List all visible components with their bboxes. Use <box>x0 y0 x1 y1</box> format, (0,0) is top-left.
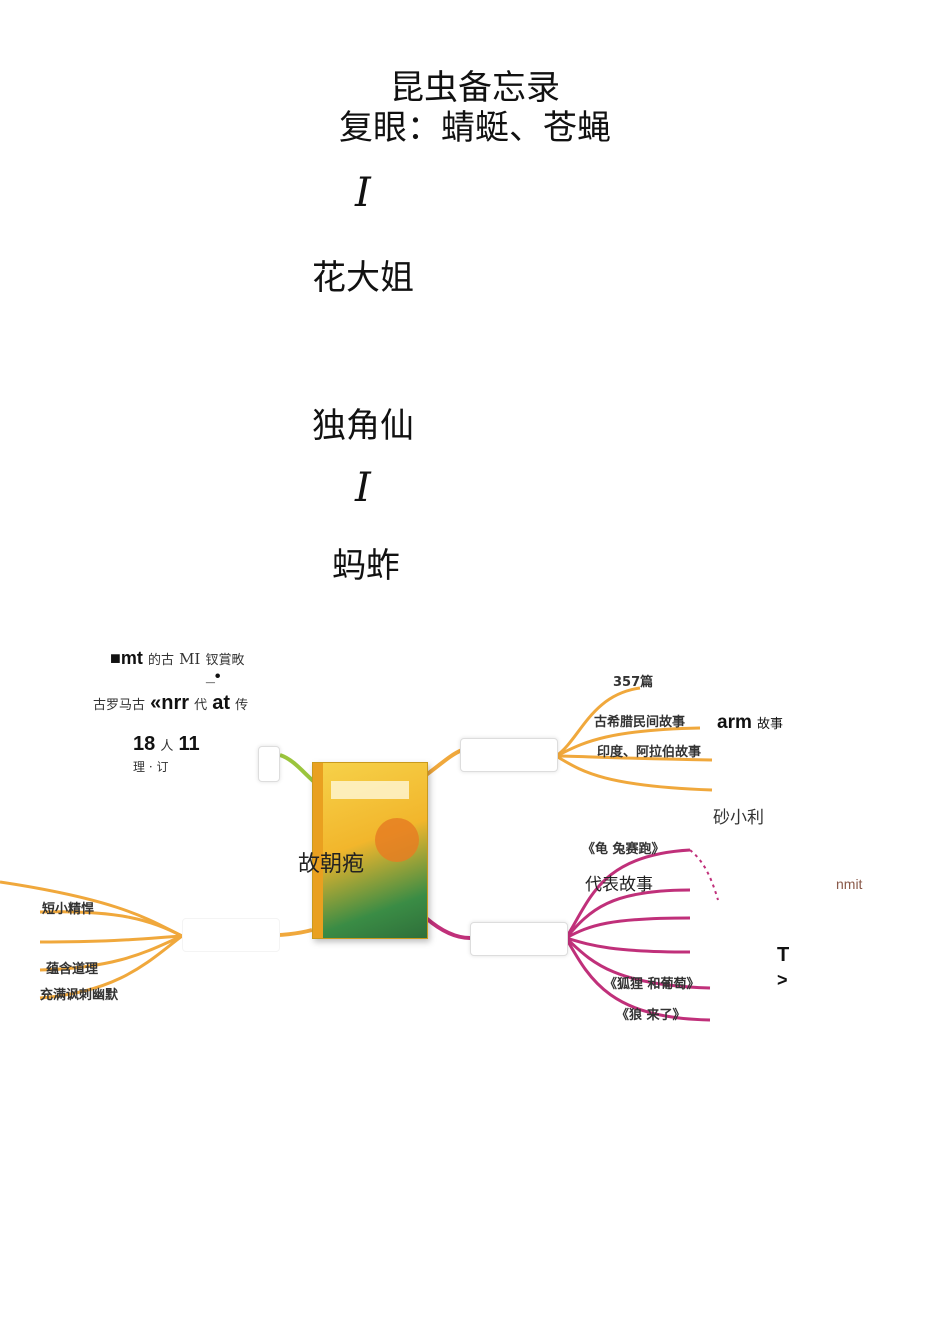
mindmap-branches <box>0 686 719 1022</box>
arrow-mark: > <box>777 970 788 990</box>
branch-item: 印度、阿拉伯故事 <box>597 745 702 760</box>
node-box <box>182 918 280 952</box>
branch-item: 357篇 <box>613 675 654 690</box>
list-item: 蚂蚱 <box>332 546 400 586</box>
branch-item: 代表故事 <box>585 875 653 895</box>
info-line: 理 · 订 <box>133 760 169 774</box>
side-note: nmit <box>836 876 863 892</box>
branch-item: 古希腊民间故事 <box>594 715 686 730</box>
branch-item: 《狐狸 和葡萄》 <box>604 977 700 992</box>
book-label: 故朝疱 <box>298 852 365 877</box>
list-item: 花大姐 <box>312 258 414 298</box>
node-box <box>460 738 558 772</box>
info-line: 古罗马古 «nrr 代 at 传 <box>93 692 249 714</box>
branch-item: 《狼 来了》 <box>616 1008 686 1023</box>
list-item: 独角仙 <box>312 406 414 446</box>
branch-item: 《龟 兔赛跑》 <box>582 842 665 857</box>
dash-mark: _• <box>206 668 221 685</box>
branch-item: 充满讽刺幽默 <box>40 988 119 1003</box>
page-subtitle: 复眼：蜻蜓、苍蝇 <box>339 108 611 148</box>
info-line: arm 故事 <box>717 712 783 733</box>
list-marker: I <box>355 465 371 511</box>
node-box <box>258 746 280 782</box>
side-note: 砂小利 <box>713 808 764 828</box>
book-cover-image <box>312 762 428 939</box>
info-line: 18 人 11 <box>133 733 200 755</box>
node-box <box>470 922 568 956</box>
branch-item: 蕴含道理 <box>46 962 99 977</box>
info-line: ■mt 的古 MI 钗賞畋 <box>110 648 245 668</box>
page-title: 昆虫备忘录 <box>390 68 560 108</box>
branch-item: 短小精悍 <box>42 902 95 917</box>
letter-mark: T <box>777 944 790 966</box>
list-marker: I <box>355 170 371 216</box>
